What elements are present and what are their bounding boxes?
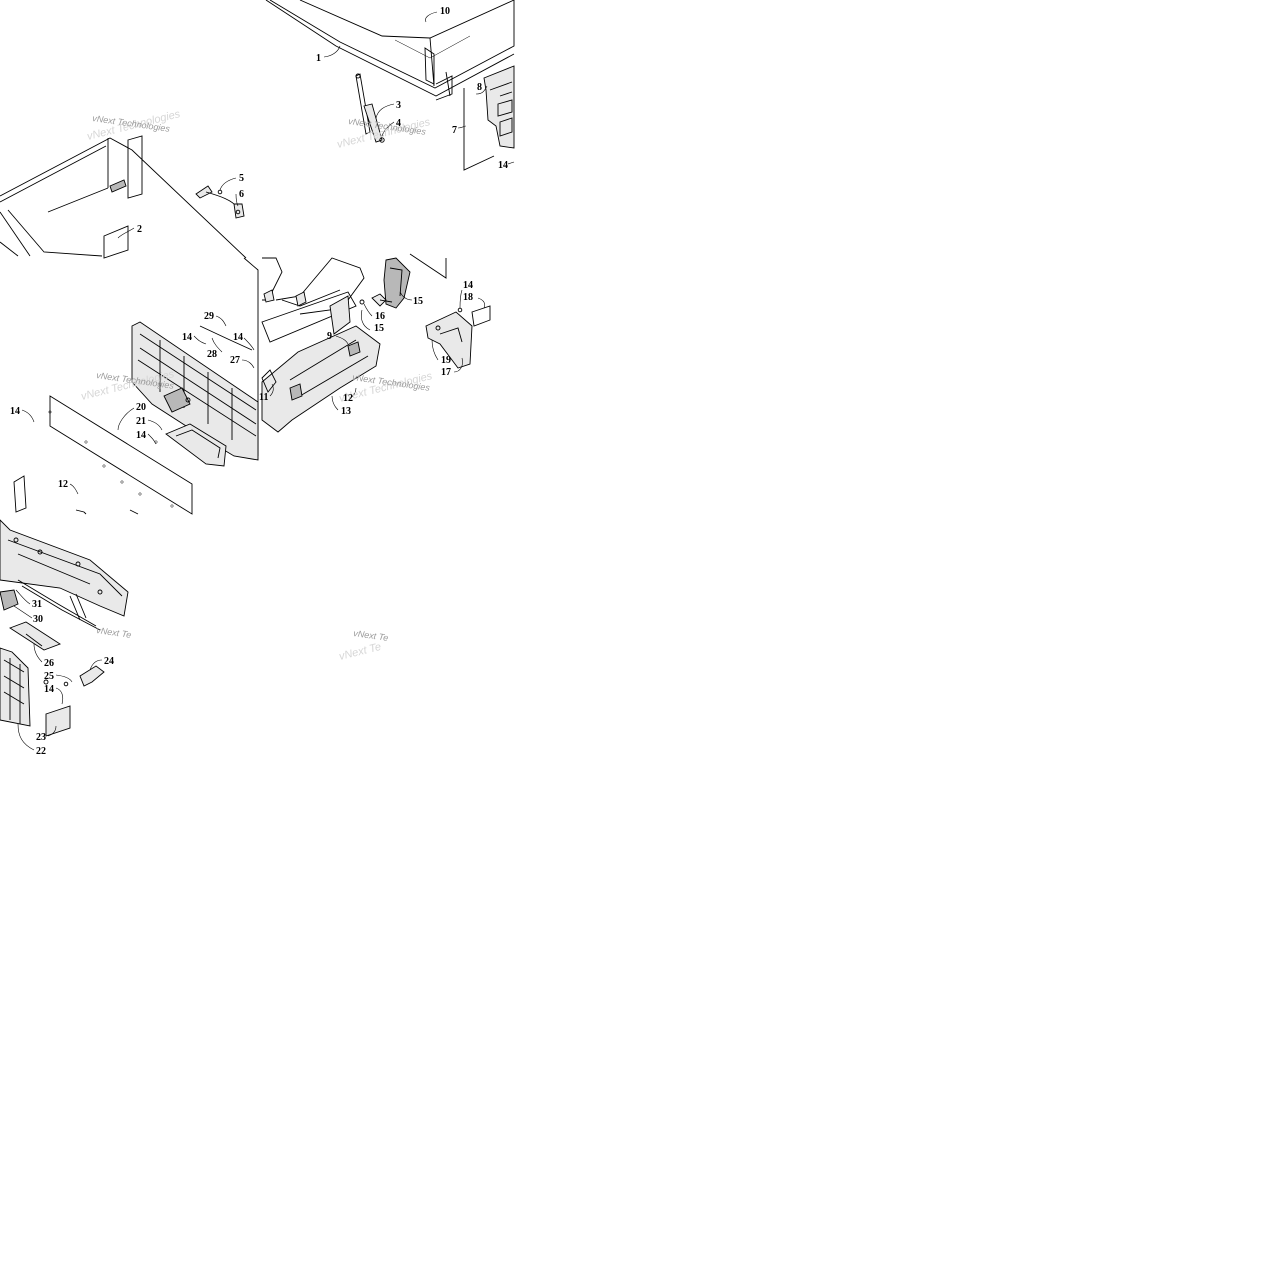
part-26-handle — [9, 621, 61, 651]
callout-25: 25 — [44, 671, 54, 682]
callout-12: 12 — [343, 393, 353, 404]
callout-13: 13 — [341, 406, 351, 417]
part-1-cargo-box — [265, 0, 515, 101]
callout-1: 1 — [316, 53, 321, 64]
callout-15: 15 — [413, 296, 423, 307]
callout-8: 8 — [477, 82, 482, 93]
part-7-panel-sheet — [463, 88, 495, 171]
part-3-gas-strut — [355, 73, 385, 143]
callout-14: 14 — [44, 684, 54, 695]
part-11-bracket — [261, 369, 277, 393]
part-8-side-panel — [483, 65, 515, 149]
part-13-rocker-panel — [261, 325, 381, 433]
callout-12: 12 — [58, 479, 68, 490]
part-31-latch-rods — [17, 579, 101, 631]
part-24-hinge — [79, 665, 105, 687]
callout-30: 30 — [33, 614, 43, 625]
callout-26: 26 — [44, 658, 54, 669]
callout-17: 17 — [441, 367, 451, 378]
callout-9: 9 — [327, 331, 332, 342]
callout-21: 21 — [136, 416, 146, 427]
part-20-tailgate-frame — [131, 321, 259, 461]
callout-6: 6 — [239, 189, 244, 200]
callout-5: 5 — [239, 173, 244, 184]
callout-14: 14 — [136, 430, 146, 441]
callout-31: 31 — [32, 599, 42, 610]
watermarks: vNext Technologies vNext Technologies vN… — [80, 108, 434, 663]
callout-14: 14 — [498, 160, 508, 171]
callout-22: 22 — [36, 746, 46, 757]
callout-28: 28 — [207, 349, 217, 360]
part-tailgate-outer — [0, 475, 139, 617]
callout-24: 24 — [104, 656, 114, 667]
leader-lines — [13, 11, 515, 751]
part-23-reflector — [45, 705, 71, 737]
callout-4: 4 — [396, 118, 401, 129]
callout-27: 27 — [230, 355, 240, 366]
callout-14: 14 — [233, 332, 243, 343]
callout-14: 14 — [182, 332, 192, 343]
callout-19: 19 — [441, 355, 451, 366]
callout-11: 11 — [259, 392, 268, 403]
callout-16: 16 — [375, 311, 385, 322]
watermark: vNext Te — [353, 628, 389, 643]
part-21-handle-bezel — [165, 423, 227, 467]
callout-15: 15 — [374, 323, 384, 334]
part-22-tailgate-inner — [0, 647, 69, 727]
callout-7: 7 — [452, 125, 457, 136]
part-9-fender-flare — [261, 291, 357, 343]
part-17-plate-bracket — [425, 311, 473, 369]
callout-14: 14 — [463, 280, 473, 291]
part-16-bulb-socket — [359, 293, 393, 307]
callout-3: 3 — [396, 100, 401, 111]
callout-18: 18 — [463, 292, 473, 303]
callout-labels: 10 1 8 3 4 7 14 5 6 2 15 14 18 16 15 29 … — [10, 6, 508, 757]
part-5-latch-cable — [195, 185, 245, 219]
watermark: vNext Te — [96, 625, 132, 640]
part-tailgate-panel-sheet — [48, 395, 193, 515]
callout-23: 23 — [36, 732, 46, 743]
part-30-latch — [0, 589, 19, 611]
callout-2: 2 — [137, 224, 142, 235]
callout-14: 14 — [10, 406, 20, 417]
part-29-cable — [199, 325, 253, 351]
callout-10: 10 — [440, 6, 450, 17]
part-2-cargo-box-lower — [0, 135, 247, 259]
watermark-ghost: vNext Te — [338, 641, 383, 663]
callout-29: 29 — [204, 311, 214, 322]
part-15-tail-light-housing — [383, 253, 447, 309]
callout-20: 20 — [136, 402, 146, 413]
